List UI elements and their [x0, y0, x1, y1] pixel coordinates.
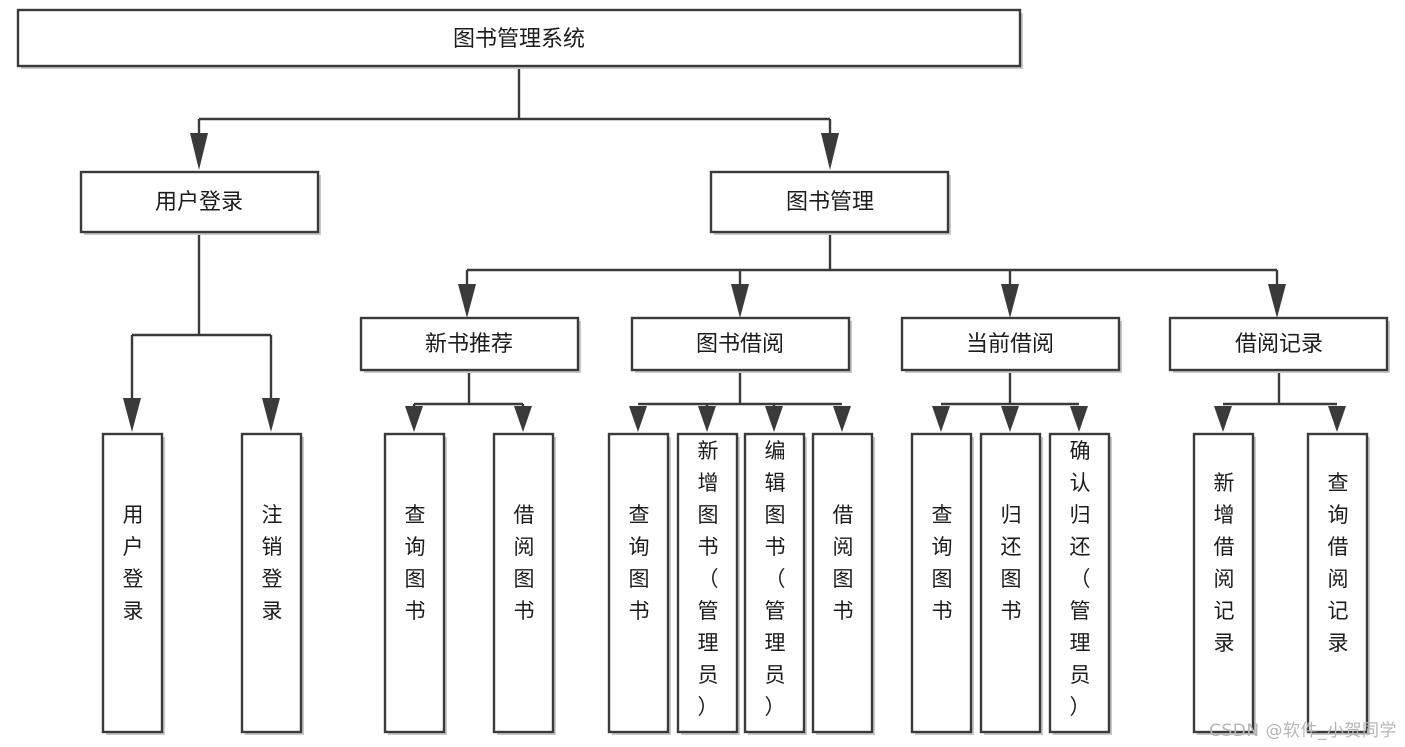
leaf-add-book-label: 新增图书（管理员） — [698, 439, 719, 719]
arrow-head-current-borrow — [1001, 284, 1019, 318]
arrow-head-leaf-add-record — [1214, 406, 1232, 432]
node-current-borrow-box[interactable] — [900, 316, 1121, 372]
leaf-user-login-label: 用户登录 — [123, 503, 144, 623]
leaf-add-book-box[interactable] — [676, 432, 739, 734]
arrow-head-leaf-query-record — [1328, 406, 1346, 432]
leaf-confirm-return-box[interactable] — [1048, 432, 1111, 734]
leaf-query-book-3-box[interactable] — [910, 432, 973, 734]
node-book-management-box[interactable] — [709, 170, 950, 234]
leaf-edit-book[interactable]: 编辑图书（管理员） — [743, 432, 807, 735]
leaf-return-book[interactable]: 归还图书 — [979, 432, 1043, 735]
leaf-add-book[interactable]: 新增图书（管理员） — [676, 432, 740, 735]
node-book-borrow[interactable]: 图书借阅 — [630, 316, 852, 373]
leaf-borrow-book-1-label: 借阅图书 — [514, 503, 535, 623]
leaf-borrow-book-2-label: 借阅图书 — [833, 503, 854, 623]
arrow-head-leaf-borrow-book-1 — [514, 406, 532, 432]
leaf-confirm-return[interactable]: 确认归还（管理员） — [1048, 432, 1112, 735]
node-user-login-label: 用户登录 — [155, 190, 243, 215]
leaf-query-book-3[interactable]: 查询图书 — [910, 432, 974, 735]
leaf-return-book-label: 归还图书 — [1001, 503, 1022, 623]
leaf-borrow-book-2-box[interactable] — [811, 432, 874, 734]
arrow-head-leaf-query-book-3 — [932, 406, 950, 432]
leaf-user-logout-box[interactable] — [240, 432, 303, 734]
arrow-head-borrow-record — [1268, 284, 1286, 318]
node-book-borrow-label: 图书借阅 — [696, 332, 784, 357]
arrow-head-leaf-return-book — [1001, 406, 1019, 432]
leaf-query-book-1-label: 查询图书 — [405, 503, 426, 623]
node-current-borrow-label: 当前借阅 — [966, 332, 1054, 357]
node-borrow-record-label: 借阅记录 — [1235, 332, 1323, 357]
node-root[interactable]: 图书管理系统 — [16, 8, 1023, 69]
node-root-label: 图书管理系统 — [453, 27, 585, 52]
arrow-head-leaf-query-book-1 — [405, 406, 423, 432]
arrow-head-leaf-edit-book — [765, 406, 783, 432]
arrow-head-leaf-add-book — [698, 406, 716, 432]
node-borrow-record-box[interactable] — [1168, 316, 1389, 372]
arrow-head-leaf-user-logout — [262, 398, 280, 432]
leaf-query-book-2-box[interactable] — [607, 432, 670, 734]
leaf-add-record-label: 新增借阅记录 — [1214, 471, 1235, 655]
csdn-watermark: CSDN @软件_小贺同学 — [1209, 721, 1397, 741]
leaf-query-book-1[interactable]: 查询图书 — [383, 432, 447, 735]
node-current-borrow[interactable]: 当前借阅 — [900, 316, 1122, 373]
node-borrow-record[interactable]: 借阅记录 — [1168, 316, 1390, 373]
leaf-query-record[interactable]: 查询借阅记录 — [1306, 432, 1370, 735]
leaf-query-record-box[interactable] — [1306, 432, 1369, 734]
leaf-borrow-book-1[interactable]: 借阅图书 — [492, 432, 556, 735]
leaf-borrow-book-2[interactable]: 借阅图书 — [811, 432, 875, 735]
node-user-login-box[interactable] — [79, 170, 320, 234]
arrow-head-leaf-confirm-return — [1070, 406, 1088, 432]
node-new-book-recommend[interactable]: 新书推荐 — [359, 316, 581, 373]
leaf-edit-book-box[interactable] — [743, 432, 806, 734]
leaf-query-book-3-label: 查询图书 — [932, 503, 953, 623]
leaf-add-record-box[interactable] — [1192, 432, 1255, 734]
leaf-query-record-label: 查询借阅记录 — [1328, 471, 1349, 655]
leaf-confirm-return-label: 确认归还（管理员） — [1070, 439, 1091, 719]
leaf-query-book-2[interactable]: 查询图书 — [607, 432, 671, 735]
arrow-head-leaf-user-login — [123, 398, 141, 432]
leaf-query-book-2-label: 查询图书 — [629, 503, 650, 623]
arrow-head-leaf-borrow-book-2 — [833, 406, 851, 432]
arrow-head-book-management — [821, 133, 839, 170]
leaf-user-login-box[interactable] — [101, 432, 164, 734]
leaf-borrow-book-1-box[interactable] — [492, 432, 555, 734]
arrow-head-user-login — [190, 133, 208, 170]
arrow-head-leaf-query-book-2 — [629, 406, 647, 432]
arrow-head-book-borrow — [731, 284, 749, 318]
node-new-book-recommend-box[interactable] — [359, 316, 580, 372]
node-user-login[interactable]: 用户登录 — [79, 170, 321, 235]
node-new-book-recommend-label: 新书推荐 — [425, 332, 513, 357]
leaf-edit-book-label: 编辑图书（管理员） — [765, 439, 786, 719]
leaf-user-logout[interactable]: 注销登录 — [240, 432, 304, 735]
node-book-management-label: 图书管理 — [786, 190, 874, 215]
leaf-add-record[interactable]: 新增借阅记录 — [1192, 432, 1256, 735]
connector-group — [123, 67, 1346, 432]
node-book-borrow-box[interactable] — [630, 316, 851, 372]
leaf-user-logout-label: 注销登录 — [262, 503, 283, 623]
leaf-user-login[interactable]: 用户登录 — [101, 432, 165, 735]
arrow-head-new-book-recommend — [458, 284, 476, 318]
node-root-box[interactable] — [16, 8, 1022, 68]
leaf-query-book-1-box[interactable] — [383, 432, 446, 734]
leaf-return-book-box[interactable] — [979, 432, 1042, 734]
node-book-management[interactable]: 图书管理 — [709, 170, 951, 235]
